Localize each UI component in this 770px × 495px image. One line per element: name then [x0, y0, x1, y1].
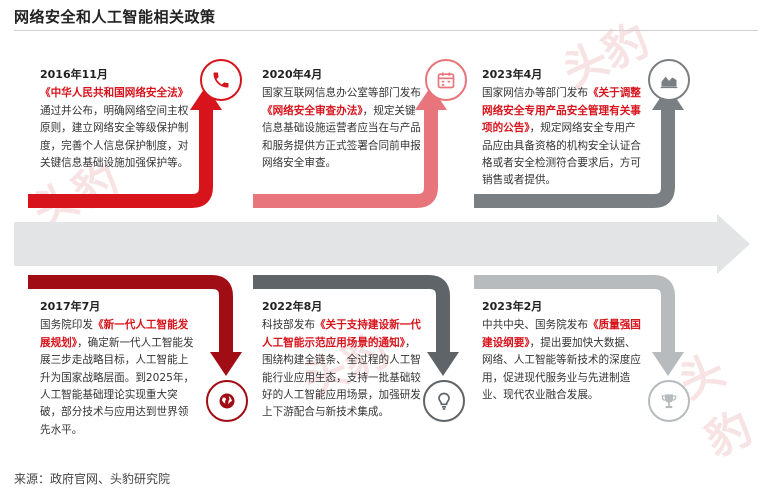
policy-document-title: 《质量强国建设纲要》	[482, 319, 641, 349]
policy-prefix: 国家互联网信息办公室等部门发布	[262, 87, 421, 100]
policy-document-title: 《关于调整网络安全专用产品安全管理有关事项的公告》	[482, 87, 641, 135]
policy-prefix: 国家网信办等部门发布	[482, 87, 588, 100]
policy-date: 2016年11月	[40, 68, 108, 81]
policy-card-2023-feb: 2023年2月 中共中央、国务院发布《质量强国建设纲要》，提出要加快大数据、网络…	[482, 298, 642, 404]
area-chart-icon	[648, 59, 690, 101]
lightbulb-icon	[423, 380, 465, 422]
policy-document-title: 《网络安全审查办法》	[262, 104, 363, 117]
source-note: 来源：政府官网、头豹研究院	[14, 472, 171, 486]
policy-prefix: 中共中央、国务院发布	[482, 319, 588, 332]
policy-prefix: 科技部发布	[262, 319, 315, 332]
policy-document-title: 《中华人民共和国网络安全法》	[40, 87, 189, 100]
policy-card-2022: 2022年8月 科技部发布《关于支持建设新一代人工智能示范应用场景的通知》，围绕…	[262, 298, 422, 422]
top-arrow-3	[474, 110, 675, 208]
policy-description: ，围绕构建全链条、全过程的人工智能行业应用生态，支持一批基础较好的人工智能应用场…	[262, 336, 421, 419]
policy-date: 2022年8月	[262, 300, 323, 313]
globe-icon	[206, 380, 248, 422]
policy-prefix: 国务院印发	[40, 319, 93, 332]
policy-card-2016: 2016年11月 《中华人民共和国网络安全法》通过并公布，明确网络空间主权原则，…	[40, 66, 195, 172]
page-title: 网络安全和人工智能相关政策	[14, 8, 216, 26]
policy-document-title: 《关于支持建设新一代人工智能示范应用场景的通知》	[262, 319, 421, 349]
trophy-icon	[648, 380, 690, 422]
phone-icon	[200, 59, 242, 101]
bottom-arrow-2	[253, 275, 450, 352]
bottom-arrow-1	[28, 275, 233, 352]
policy-date: 2023年4月	[482, 68, 543, 81]
policy-date: 2020年4月	[262, 68, 323, 81]
policy-description: ，确定新一代人工智能发展三步走战略目标，人工智能上升为国家战略层面。到2025年…	[40, 336, 195, 436]
policy-document-title: 《新一代人工智能发展规划》	[40, 319, 189, 349]
policy-description: 通过并公布，明确网络空间主权原则，建立网络安全等级保护制度，完善个人信息保护制度…	[40, 104, 189, 170]
top-arrow-1	[28, 110, 213, 208]
calendar-icon	[425, 59, 467, 101]
top-arrow-2	[253, 110, 438, 208]
policy-date: 2023年2月	[482, 300, 543, 313]
policy-card-2017: 2017年7月 国务院印发《新一代人工智能发展规划》，确定新一代人工智能发展三步…	[40, 298, 198, 439]
timeline-main-arrow	[14, 214, 750, 274]
policy-date: 2017年7月	[40, 300, 101, 313]
policy-description: ，规定网络安全专用产品应由具备资格的机构安全认证合格或者安全检测符合要求后，方可…	[482, 122, 641, 187]
policy-description: ，规定关键信息基础设施运营者应当在与产品和服务提供方正式签署合同前申报网络安全审…	[262, 104, 421, 170]
policy-card-2023-apr: 2023年4月 国家网信办等部门发布《关于调整网络安全专用产品安全管理有关事项的…	[482, 66, 642, 190]
title-divider	[14, 30, 758, 31]
bottom-arrow-3	[474, 275, 675, 352]
policy-description: ，提出要加快大数据、网络、人工智能等新技术的深度应用，促进现代服务业与先进制造业…	[482, 336, 641, 402]
policy-card-2020: 2020年4月 国家互联网信息办公室等部门发布《网络安全审查办法》，规定关键信息…	[262, 66, 422, 172]
